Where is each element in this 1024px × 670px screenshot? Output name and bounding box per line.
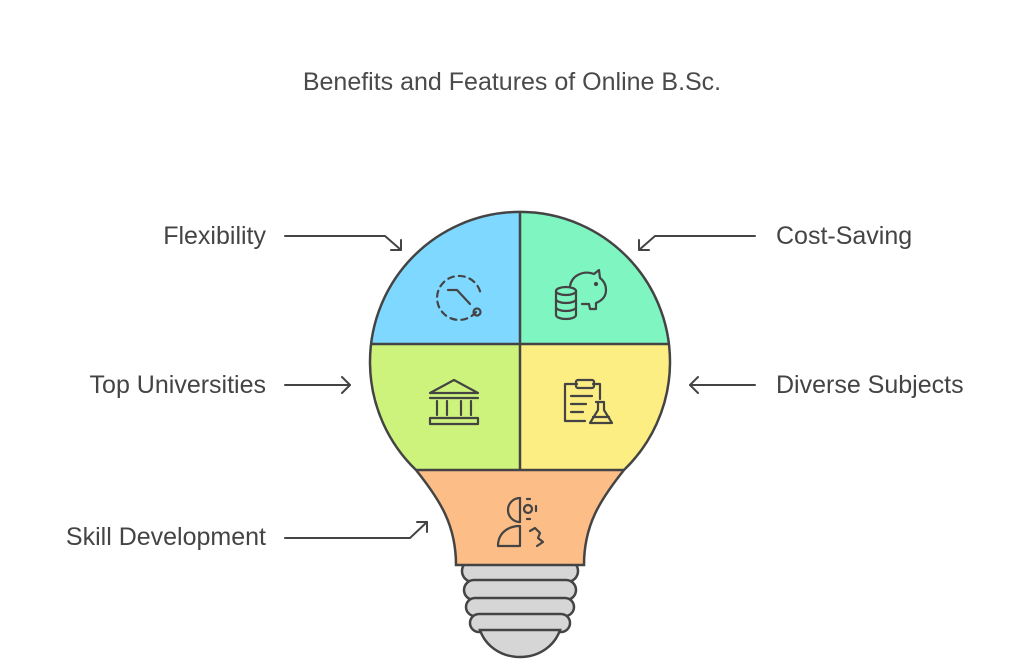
label-skill-development: Skill Development (65, 523, 266, 551)
label-diverse-subjects: Diverse Subjects (776, 371, 964, 399)
arrow-skill-development (284, 521, 428, 539)
person-gear-icon (496, 496, 545, 548)
clipboard-flask-icon (563, 378, 614, 425)
arrow-diverse-subjects (689, 376, 756, 394)
university-icon (428, 378, 480, 426)
segment-top-universities (370, 344, 520, 470)
label-top-universities: Top Universities (89, 371, 266, 399)
clock-icon (436, 274, 483, 322)
arrow-cost-saving (638, 235, 756, 251)
label-flexibility: Flexibility (163, 222, 266, 250)
page-title: Benefits and Features of Online B.Sc. (302, 68, 722, 96)
bulb-outline (368, 210, 672, 567)
arrow-top-universities (284, 376, 351, 394)
piggy-bank-icon (554, 268, 608, 321)
label-cost-saving: Cost-Saving (776, 222, 913, 250)
arrow-flexibility (284, 235, 402, 251)
bulb-base (460, 558, 580, 659)
